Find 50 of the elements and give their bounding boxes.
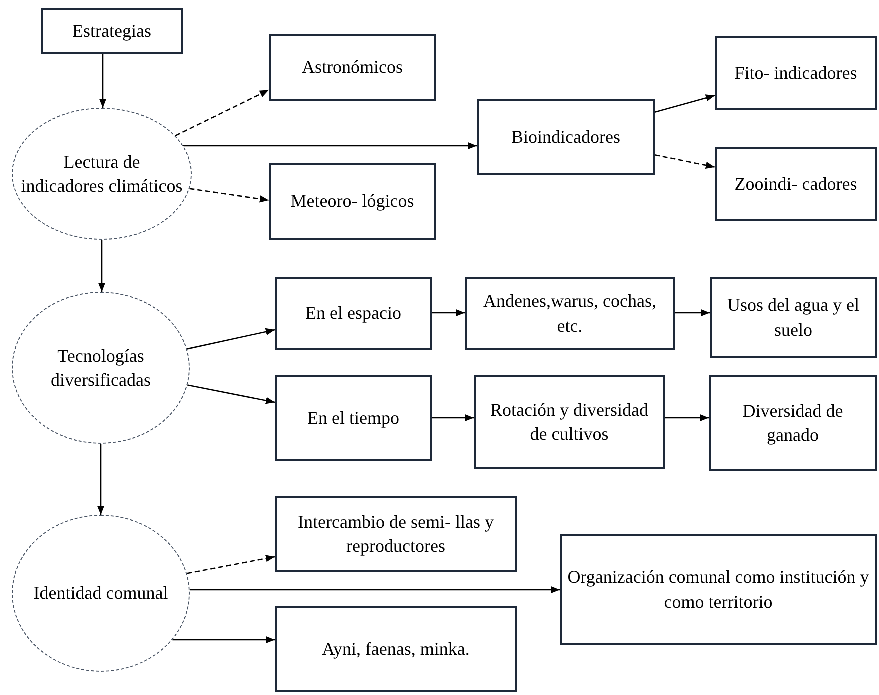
arrow [675, 309, 710, 317]
node-text: Zooindi- cadores [734, 172, 858, 196]
process-box [269, 163, 436, 240]
process-box [710, 277, 877, 358]
node-text: Organización comunal como institución y como territorio [566, 566, 870, 614]
process-box [41, 8, 183, 54]
node-text: Estrategias [72, 20, 152, 43]
arrow [432, 414, 474, 422]
node-text: En el tiempo [308, 406, 400, 430]
arrow [654, 94, 716, 113]
node-text: Astronómicos [302, 56, 403, 80]
process-box [477, 99, 655, 175]
arrow [175, 90, 270, 137]
node-text: Lectura de indicadores climáticos [21, 150, 183, 198]
node-text: Diversidad de ganado [742, 400, 844, 447]
node-text: Intercambio de semi- llas y reproductores [297, 510, 495, 558]
node-text: Tecnologías diversificadas [50, 344, 152, 392]
process-box [465, 277, 675, 350]
arrow [99, 54, 107, 108]
arrow [97, 444, 105, 515]
process-box [275, 277, 432, 350]
arrow [186, 555, 276, 574]
process-box [560, 534, 877, 645]
process-box [269, 34, 436, 101]
process-box [275, 496, 517, 572]
arrow [188, 384, 276, 404]
process-box [715, 147, 877, 221]
process-box [709, 375, 877, 471]
arrow [98, 240, 106, 292]
node-text: Rotación y diversidad de cultivos [490, 398, 650, 446]
node-text: En el espacio [306, 302, 402, 326]
arrow [190, 586, 560, 594]
arrow [190, 188, 270, 203]
node-text: Ayni, faenas, minka. [322, 638, 470, 661]
arrow [432, 309, 465, 317]
node-text: Usos del agua y el suelo [726, 294, 860, 342]
process-box [474, 375, 665, 469]
arrow [654, 154, 716, 170]
node-text: Fito- indicadores [734, 62, 858, 85]
process-box [275, 606, 517, 692]
node-text: Andenes,warus, cochas, etc. [482, 290, 658, 338]
arrow [172, 636, 275, 644]
arrow [184, 142, 477, 150]
node-text: Meteoro- lógicos [290, 190, 414, 214]
process-box [715, 36, 877, 110]
node-text: Identidad comunal [34, 582, 168, 606]
arrow [187, 328, 276, 350]
arrow [665, 414, 709, 422]
node-text: Bioindicadores [512, 126, 620, 149]
process-box [275, 375, 432, 461]
